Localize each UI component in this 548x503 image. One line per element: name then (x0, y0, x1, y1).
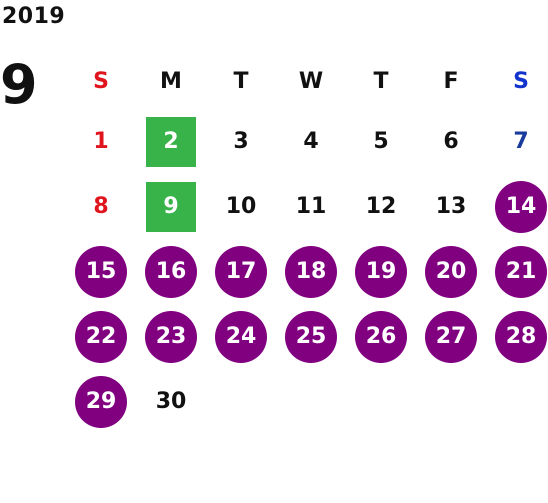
day-cell: 4 (276, 109, 346, 174)
weekday-header-tuesday: T (233, 69, 249, 94)
day-27[interactable]: 27 (425, 310, 477, 363)
day-23[interactable]: 23 (145, 310, 197, 363)
day-20[interactable]: 20 (425, 245, 477, 298)
day-cell: 12 (346, 174, 416, 239)
day-29[interactable]: 29 (75, 375, 127, 428)
day-cell: 6 (416, 109, 486, 174)
day-13[interactable]: 13 (435, 194, 467, 219)
day-cell: 28 (486, 304, 548, 369)
day-cell: 5 (346, 109, 416, 174)
calendar-grid: S M T W T F S 1 2 3 4 5 6 7 8 9 10 11 12… (66, 54, 548, 434)
day-10[interactable]: 10 (225, 194, 257, 219)
day-6[interactable]: 6 (443, 129, 459, 154)
day-cell: 3 (206, 109, 276, 174)
day-cell: 23 (136, 304, 206, 369)
weekday-header-friday: F (443, 69, 459, 94)
day-cell: 29 (66, 369, 136, 434)
day-14[interactable]: 14 (495, 180, 547, 233)
day-cell: 24 (206, 304, 276, 369)
day-1[interactable]: 1 (93, 129, 109, 154)
empty-cell (206, 369, 276, 434)
day-cell: 30 (136, 369, 206, 434)
day-cell: 26 (346, 304, 416, 369)
day-17[interactable]: 17 (215, 245, 267, 298)
day-19[interactable]: 19 (355, 245, 407, 298)
day-3[interactable]: 3 (233, 129, 249, 154)
day-cell: 10 (206, 174, 276, 239)
day-22[interactable]: 22 (75, 310, 127, 363)
day-cell: 9 (136, 174, 206, 239)
day-16[interactable]: 16 (145, 245, 197, 298)
day-5[interactable]: 5 (373, 129, 389, 154)
day-cell: 2 (136, 109, 206, 174)
day-21[interactable]: 21 (495, 245, 547, 298)
day-cell: 25 (276, 304, 346, 369)
weekday-header-monday: M (160, 69, 182, 94)
day-24[interactable]: 24 (215, 310, 267, 363)
day-9[interactable]: 9 (146, 181, 196, 232)
day-cell: 14 (486, 174, 548, 239)
day-18[interactable]: 18 (285, 245, 337, 298)
day-cell: 20 (416, 239, 486, 304)
day-cell: 8 (66, 174, 136, 239)
day-30[interactable]: 30 (155, 389, 187, 414)
day-8[interactable]: 8 (93, 194, 109, 219)
empty-cell (416, 369, 486, 434)
day-11[interactable]: 11 (295, 194, 327, 219)
day-cell: 19 (346, 239, 416, 304)
weekday-header-wednesday: W (298, 69, 324, 94)
empty-cell (486, 369, 548, 434)
weekday-header-saturday: S (513, 69, 529, 94)
day-cell: 21 (486, 239, 548, 304)
day-25[interactable]: 25 (285, 310, 337, 363)
day-4[interactable]: 4 (303, 129, 319, 154)
day-cell: 18 (276, 239, 346, 304)
weekday-header-thursday: T (373, 69, 389, 94)
empty-cell (276, 369, 346, 434)
day-28[interactable]: 28 (495, 310, 547, 363)
day-cell: 1 (66, 109, 136, 174)
day-cell: 13 (416, 174, 486, 239)
day-cell: 7 (486, 109, 548, 174)
day-cell: 17 (206, 239, 276, 304)
day-cell: 27 (416, 304, 486, 369)
day-cell: 15 (66, 239, 136, 304)
day-cell: 16 (136, 239, 206, 304)
day-12[interactable]: 12 (365, 194, 397, 219)
day-cell: 11 (276, 174, 346, 239)
day-cell: 22 (66, 304, 136, 369)
year-label: 2019 (2, 4, 66, 29)
day-7[interactable]: 7 (513, 129, 529, 154)
weekday-header-sunday: S (93, 69, 109, 94)
day-15[interactable]: 15 (75, 245, 127, 298)
empty-cell (346, 369, 416, 434)
day-26[interactable]: 26 (355, 310, 407, 363)
day-2[interactable]: 2 (146, 116, 196, 167)
month-label: 9 (0, 53, 38, 116)
